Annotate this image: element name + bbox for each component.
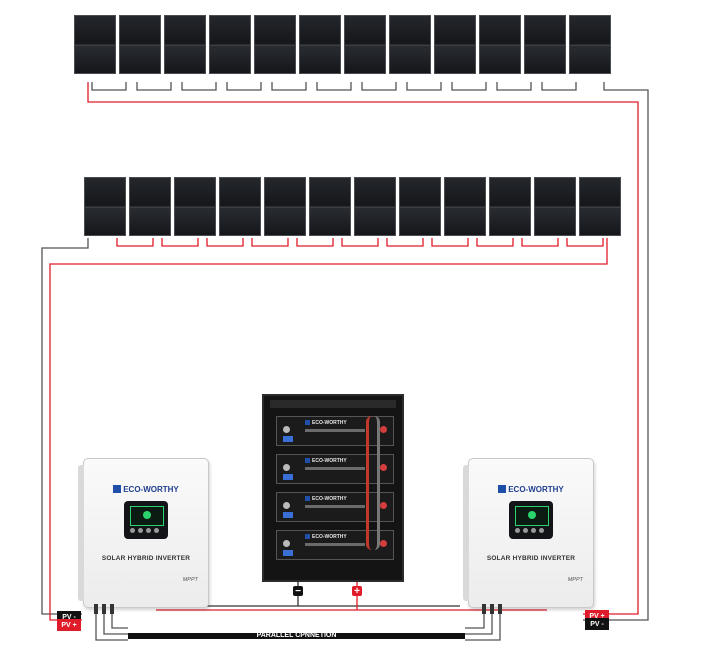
battery-module: ECO-WORTHY [276, 454, 394, 484]
negative-terminal-icon [283, 426, 290, 433]
battery-display [283, 436, 293, 442]
solar-panel [209, 15, 251, 74]
inverter-brand: ECO-WORTHY [469, 485, 593, 494]
solar-panel [219, 177, 261, 236]
negative-terminal-icon [283, 464, 290, 471]
battery-module: ECO-WORTHY [276, 530, 394, 560]
solar-panel [399, 177, 441, 236]
battery-module: ECO-WORTHY [276, 492, 394, 522]
negative-terminal-icon [283, 502, 290, 509]
inverter-model: SOLAR HYBRID INVERTER [486, 555, 576, 562]
left-hybrid-inverter: ECO-WORTHY SOLAR HYBRID INVERTER MPPT [78, 458, 209, 608]
bottom-array-jumpers [116, 238, 604, 247]
solar-panel [354, 177, 396, 236]
battery-brand: ECO-WORTHY [305, 420, 347, 426]
battery-display [283, 474, 293, 480]
solar-panel [479, 15, 521, 74]
inverter-brand: ECO-WORTHY [84, 485, 208, 494]
solar-panel [74, 15, 116, 74]
top-array-neg-wire [583, 82, 649, 621]
inverter-port [102, 604, 106, 614]
solar-panel [299, 15, 341, 74]
solar-panel [579, 177, 621, 236]
battery-display [283, 512, 293, 518]
inverter-display [124, 501, 168, 539]
solar-panel [84, 177, 126, 236]
solar-panel [389, 15, 431, 74]
battery-brand: ECO-WORTHY [305, 458, 347, 464]
parallel-connection-label: PARALLEL CPNNETION [256, 632, 337, 639]
solar-panel [534, 177, 576, 236]
battery-brand: ECO-WORTHY [305, 496, 347, 502]
mppt-label: MPPT [182, 577, 198, 583]
inverter-port [498, 604, 502, 614]
solar-panel [129, 177, 171, 236]
bottom-solar-array [84, 177, 621, 236]
battery-interconnect-cables [366, 416, 380, 550]
solar-panel [569, 15, 611, 74]
top-solar-array [74, 15, 611, 74]
brand-logo-icon [113, 485, 122, 493]
inverter-port [110, 604, 114, 614]
right-hybrid-inverter: ECO-WORTHY SOLAR HYBRID INVERTER MPPT [463, 458, 594, 608]
inverter-buttons[interactable] [130, 528, 159, 533]
solar-panel [254, 15, 296, 74]
inverter-port [482, 604, 486, 614]
inverter-port [94, 604, 98, 614]
mppt-label: MPPT [567, 577, 583, 583]
negative-terminal-icon [283, 540, 290, 547]
solar-panel [434, 15, 476, 74]
battery-positive-terminal: + [352, 586, 362, 597]
battery-brand: ECO-WORTHY [305, 534, 347, 540]
inverter-model: SOLAR HYBRID INVERTER [101, 555, 191, 562]
top-array-pos-wire [87, 82, 639, 615]
solar-panel [119, 15, 161, 74]
positive-terminal-icon [380, 464, 387, 471]
positive-terminal-icon [380, 426, 387, 433]
top-array-jumpers [91, 82, 577, 91]
right-pv-negative-tag: PV - [585, 618, 609, 630]
solar-panel [444, 177, 486, 236]
inverter-display [509, 501, 553, 539]
inverter-buttons[interactable] [515, 528, 544, 533]
solar-panel [164, 15, 206, 74]
battery-module: ECO-WORTHY [276, 416, 394, 446]
solar-panel [309, 177, 351, 236]
positive-terminal-icon [380, 502, 387, 509]
battery-display [283, 550, 293, 556]
solar-panel [264, 177, 306, 236]
solar-panel [489, 177, 531, 236]
positive-terminal-icon [380, 540, 387, 547]
battery-negative-terminal: − [293, 586, 303, 597]
solar-panel [524, 15, 566, 74]
brand-logo-icon [498, 485, 507, 493]
inverter-port [490, 604, 494, 614]
solar-panel [344, 15, 386, 74]
left-pv-positive-tag: PV + [57, 619, 81, 631]
bottom-array-neg-wire [41, 238, 89, 615]
parallel-connection-bus [128, 633, 465, 639]
solar-panel [174, 177, 216, 236]
battery-rack: ECO-WORTHY ECO-WORTHY ECO-WORTHY ECO-WOR… [262, 394, 404, 582]
